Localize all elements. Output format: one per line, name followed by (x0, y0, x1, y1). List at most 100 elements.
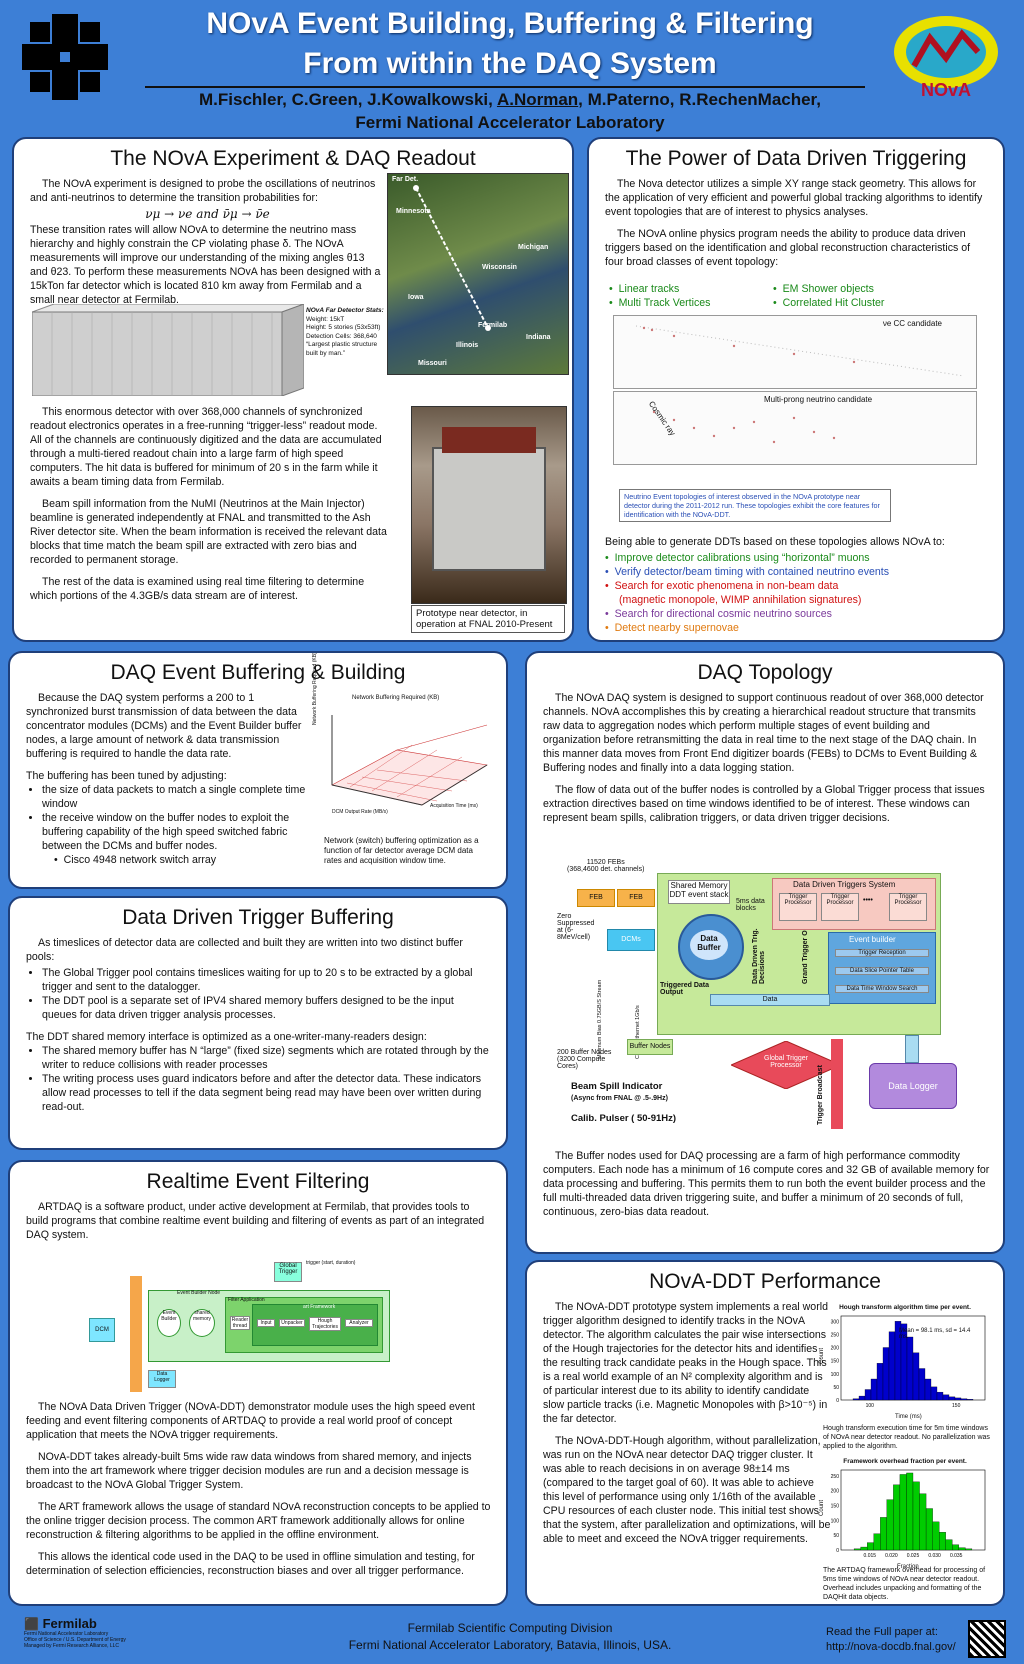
experiment-p4: Beam spill information from the NuMI (Ne… (30, 498, 387, 566)
stats-title: NOvA Far Detector Stats: (306, 307, 384, 314)
pool-bullet: The DDT pool is a separate set of IPV4 s… (42, 994, 490, 1022)
hist-bar (936, 1391, 944, 1401)
hist-bar (899, 1474, 907, 1551)
pool-bullet: The Global Trigger pool contains timesli… (42, 966, 490, 994)
hist-bar (952, 1544, 959, 1551)
ddt-p1: The Nova detector utilizes a simple XY r… (605, 178, 983, 218)
hist-title: Hough transform algorithm time per event… (839, 1304, 971, 1311)
hist-ytick: 250 (831, 1474, 840, 1480)
diagram-filter-app: Filter Application Reader thread art Fra… (225, 1297, 383, 1353)
hist-ytick: 150 (831, 1359, 840, 1365)
footer-division: Fermilab Scientific Computing Division (407, 1621, 613, 1635)
hist-bar (893, 1484, 901, 1551)
hist-bar (939, 1532, 946, 1551)
plot-label: Multi-prong neutrino candidate (764, 395, 873, 404)
map-label: Indiana (526, 334, 551, 341)
event-display-2: Multi-prong neutrino candidate Cosmic ra… (613, 391, 977, 465)
diagram-trigger-broadcast: Trigger Broadcast (817, 1065, 824, 1125)
trigger-buffering-p1: As timeslices of detector data are colle… (26, 937, 463, 963)
performance-p1: The NOvA-DDT prototype system implements… (543, 1301, 828, 1425)
diagram-shared-memory: Shared Memory DDT event stack (668, 880, 730, 904)
diagram-beam-spill-sub: (Async from FNAL @ .5-.9Hz) (571, 1095, 668, 1102)
hist-xlabel: Fraction (897, 1564, 919, 1570)
diagram-grand-trigger: Grand Trigger OR (802, 925, 809, 984)
hist-ylabel: Count (819, 1499, 825, 1516)
hist-xtick: 0.035 (950, 1553, 963, 1559)
diagram-time-window: Data Time Window Search (835, 985, 929, 993)
hist-bar (958, 1547, 966, 1551)
stats-quote: “Largest plastic structure built by man.… (306, 341, 378, 357)
oscillation-formula: νμ → νe and ν̄μ → ν̄e (145, 207, 270, 221)
filtering-p3: NOvA-DDT takes already-built 5ms wide ra… (26, 1451, 472, 1491)
filtering-p2: The NOvA Data Driven Trigger (NOvA-DDT) … (26, 1401, 475, 1441)
diagram-dcm: DCM (89, 1318, 115, 1342)
footer-sub: Managed by Fermi Research Alliance, LLC (24, 1643, 120, 1649)
buffering-3d-plot: Network Buffering Required (KB) Network … (312, 653, 498, 835)
far-detector-stats: NOvA Far Detector Stats: Weight: 15kT He… (306, 307, 386, 358)
footer-fermilab-logo: ⬛ Fermilab Fermi National Accelerator La… (24, 1616, 204, 1649)
panel-title: The Power of Data Driven Triggering (625, 147, 967, 170)
diagram-buffer-nodes: 200 Buffer Nodes (3200 Compute Cores) (557, 1049, 612, 1070)
diagram-feb: FEB (577, 889, 615, 907)
footer-sub: Fermi National Accelerator Laboratory (24, 1631, 109, 1637)
hist-bar (954, 1397, 962, 1401)
hist-bar (960, 1398, 968, 1401)
presenting-author: A.Norman (496, 90, 579, 109)
diagram-switch (130, 1276, 142, 1392)
shm-bullet: The writing process uses guard indicator… (42, 1072, 490, 1114)
hist-ylabel: Count (819, 1347, 825, 1364)
qr-code[interactable] (968, 1620, 1006, 1658)
diagram-min-bias: Minimum Bias 0.75GB/S Stream (597, 979, 603, 1059)
experiment-p1: The NOvA experiment is designed to probe… (30, 178, 376, 204)
hist-bar (888, 1331, 896, 1401)
far-detector-drawing (31, 303, 305, 397)
stats-weight: Weight: 15kT (306, 315, 345, 323)
hist1-caption: Hough transform execution time for 5m ti… (823, 1425, 990, 1450)
hist-bar (906, 1336, 914, 1401)
hist-ytick: 100 (831, 1518, 840, 1524)
hist-xtick: 0.015 (864, 1553, 877, 1559)
diagram-event-builder: Event Builder (157, 1309, 181, 1337)
diagram-data-down (905, 1035, 919, 1063)
diagram-blocks: 5ms data blocks (736, 898, 765, 912)
footer-center: Fermilab Scientific Computing Division F… (280, 1621, 740, 1652)
hough-time-histogram: Hough transform algorithm time per event… (819, 1304, 991, 1424)
hist-bar (852, 1398, 860, 1401)
detector-site-map: Far Det. Minnesota Wisconsin Iowa Illino… (387, 173, 569, 375)
diagram-trig-proc: Trigger Processor (889, 893, 927, 921)
panel-daq-topology: DAQ Topology The NOvA DAQ system is desi… (525, 651, 1005, 1254)
hist-stats: Mean = 98.1 ms, sd = 14.4 ms. (899, 1328, 971, 1340)
institution: Fermi National Accelerator Laboratory (355, 113, 665, 132)
hist-bar (882, 1347, 890, 1401)
experiment-p5: The rest of the data is examined using r… (30, 576, 365, 602)
hist-bar (925, 1508, 933, 1551)
map-label: Missouri (418, 360, 447, 367)
ddt-p3: Being able to generate DDTs based on the… (605, 536, 945, 548)
panel-filtering: Realtime Event Filtering ARTDAQ is a sof… (8, 1160, 508, 1606)
panel-trigger-buffering: Data Driven Trigger Buffering As timesli… (8, 896, 508, 1150)
map-label: Michigan (518, 244, 549, 251)
diagram-data-flow: Data (710, 994, 830, 1006)
plot-xlabel: DCM Output Rate (MB/s) (332, 809, 388, 815)
goal-item: • Improve detector calibrations using “h… (605, 552, 870, 564)
hist-ytick: 250 (831, 1332, 840, 1338)
hist-xlabel: Time (ms) (895, 1414, 922, 1420)
diagram-trigger-note: trigger (start, duration) (306, 1260, 356, 1266)
hist-bar (858, 1395, 866, 1401)
diagram-ddt-decisions: Data Driven Trig. Decisions (752, 928, 766, 984)
hist-bar (873, 1533, 881, 1551)
diagram-art-framework: art Framework Input Unpacker Hough Traje… (252, 1304, 378, 1346)
diagram-febs: 11520 FEBs(368,4600 det. channels) (567, 859, 645, 873)
plot-ylabel: Network Buffering Required (KB) (312, 652, 318, 725)
authors: M.Fischler, C.Green, J.Kowalkowski, A.No… (199, 90, 821, 109)
fermilab-logo (22, 14, 108, 100)
overhead-histogram: Framework overhead fraction per event. 0… (819, 1458, 991, 1574)
hist-ytick: 300 (831, 1319, 840, 1325)
hist-bar (919, 1493, 927, 1551)
diagram-global-trigger: Global Trigger Processor (729, 1040, 843, 1090)
diagram-hough: Hough Trajectories (309, 1317, 341, 1331)
hist-bar (886, 1499, 894, 1551)
map-label: Fermilab (478, 322, 508, 329)
topology-p1: The NOvA DAQ system is designed to suppo… (543, 692, 984, 774)
footer-paper-link[interactable]: Read the Full paper at: http://nova-docd… (826, 1626, 956, 1653)
